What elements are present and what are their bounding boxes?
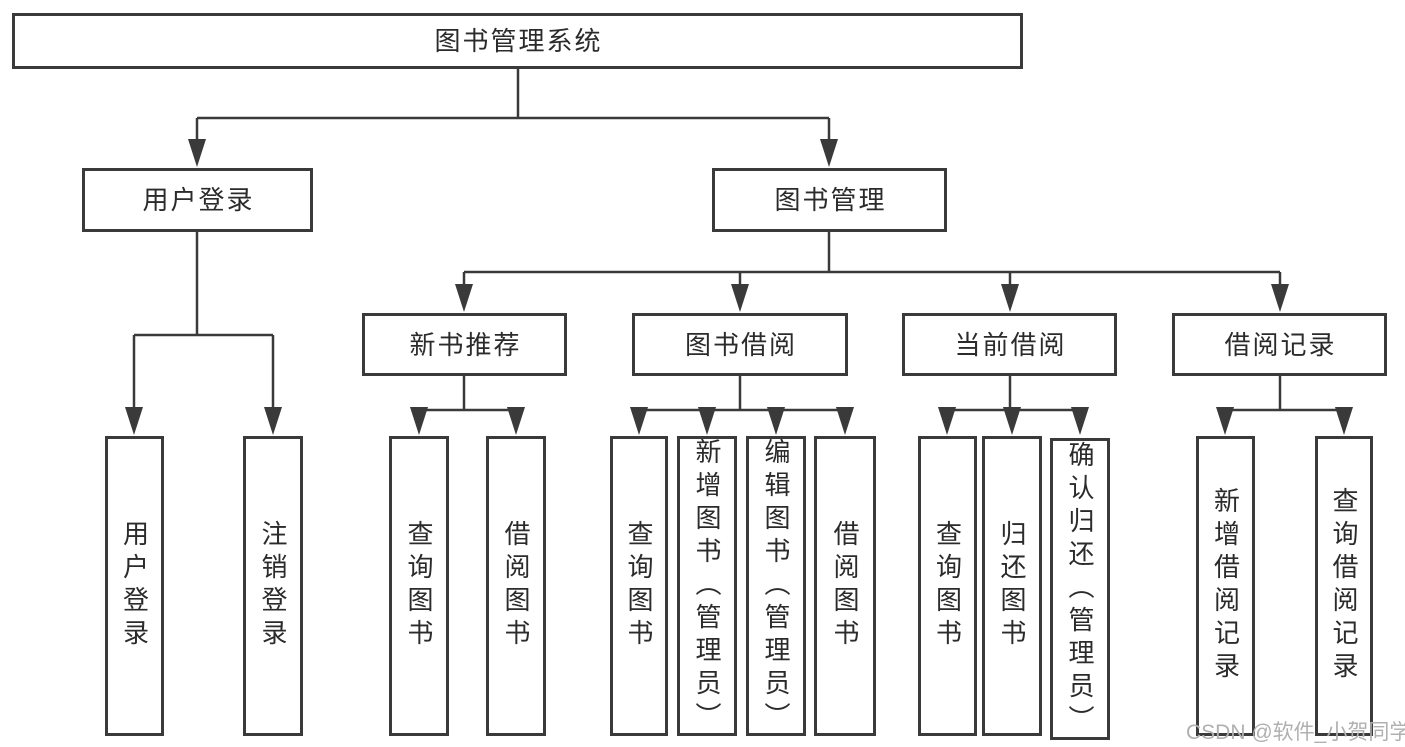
node-current-borrow: 当前借阅 xyxy=(902,313,1117,376)
leaf-add-books-admin-label: 新增图书（管理员） xyxy=(692,437,722,735)
node-borrow-records-label: 借阅记录 xyxy=(1224,329,1337,360)
node-current-borrow-label: 当前借阅 xyxy=(954,329,1067,360)
node-borrow-records: 借阅记录 xyxy=(1172,313,1387,376)
node-book-management: 图书管理 xyxy=(712,168,947,232)
watermark: CSDN @软件_小贺同学 xyxy=(1186,721,1405,744)
leaf-user-login-label: 用户登录 xyxy=(119,520,150,652)
leaf-query-books-borrow-label: 查询图书 xyxy=(624,520,654,652)
leaf-borrow-books: 借阅图书 xyxy=(814,436,876,736)
leaf-edit-books-admin: 编辑图书（管理员） xyxy=(746,436,806,736)
leaf-add-borrow-record: 新增借阅记录 xyxy=(1196,436,1255,736)
leaf-query-books-current-label: 查询图书 xyxy=(932,520,963,652)
leaf-borrow-books-recommend-label: 借阅图书 xyxy=(501,520,531,652)
leaf-return-books: 归还图书 xyxy=(982,436,1042,736)
leaf-return-books-label: 归还图书 xyxy=(997,520,1027,652)
leaf-query-books-borrow: 查询图书 xyxy=(610,436,668,736)
leaf-add-books-admin: 新增图书（管理员） xyxy=(677,436,737,736)
node-new-book-recommend-label: 新书推荐 xyxy=(409,329,522,360)
node-user-login: 用户登录 xyxy=(82,168,313,232)
node-root-label: 图书管理系统 xyxy=(434,26,603,56)
leaf-logout-label: 注销登录 xyxy=(258,520,288,652)
node-book-management-label: 图书管理 xyxy=(774,185,887,215)
node-user-login-label: 用户登录 xyxy=(142,185,255,215)
leaf-query-borrow-record: 查询借阅记录 xyxy=(1315,436,1373,736)
leaf-confirm-return-admin-label: 确认归还（管理员） xyxy=(1065,440,1095,738)
leaf-query-books-recommend-label: 查询图书 xyxy=(404,520,434,652)
leaf-logout: 注销登录 xyxy=(243,436,303,736)
node-new-book-recommend: 新书推荐 xyxy=(362,313,567,376)
node-book-borrow-label: 图书借阅 xyxy=(684,329,797,360)
leaf-edit-books-admin-label: 编辑图书（管理员） xyxy=(761,437,791,735)
leaf-query-books-current: 查询图书 xyxy=(918,436,977,736)
leaf-add-borrow-record-label: 新增借阅记录 xyxy=(1210,487,1241,685)
leaf-borrow-books-label: 借阅图书 xyxy=(830,520,860,652)
leaf-user-login: 用户登录 xyxy=(105,436,164,736)
leaf-borrow-books-recommend: 借阅图书 xyxy=(486,436,546,736)
leaf-confirm-return-admin: 确认归还（管理员） xyxy=(1050,438,1110,740)
leaf-query-books-recommend: 查询图书 xyxy=(389,436,449,736)
leaf-query-borrow-record-label: 查询借阅记录 xyxy=(1329,487,1359,685)
node-book-borrow: 图书借阅 xyxy=(632,313,848,376)
node-root: 图书管理系统 xyxy=(12,13,1023,69)
